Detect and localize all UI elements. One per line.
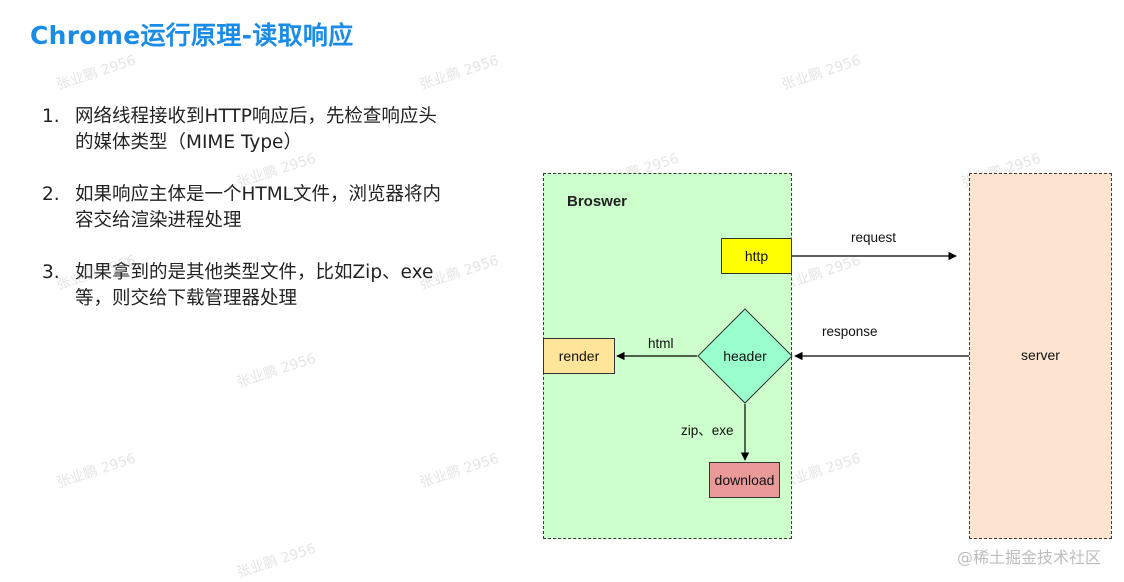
- list-item: 2. 如果响应主体是一个HTML文件，浏览器将内容交给渲染进程处理: [42, 182, 442, 234]
- footer-watermark: @稀土掘金技术社区: [957, 548, 1102, 567]
- header-node: header: [697, 308, 793, 404]
- list-item: 1. 网络线程接收到HTTP响应后，先检查响应头的媒体类型（MIME Type）: [42, 104, 442, 156]
- html-label: html: [648, 336, 674, 351]
- list-item: 3. 如果拿到的是其他类型文件，比如Zip、exe等，则交给下载管理器处理: [42, 260, 442, 312]
- header-diamond: [697, 308, 793, 404]
- render-node: render: [543, 338, 615, 374]
- header-node-label: header: [723, 348, 767, 364]
- item-text: 如果拿到的是其他类型文件，比如Zip、exe等，则交给下载管理器处理: [75, 262, 434, 309]
- download-node: download: [709, 462, 780, 498]
- point-list: 1. 网络线程接收到HTTP响应后，先检查响应头的媒体类型（MIME Type）…: [42, 104, 442, 338]
- server-node: server: [1021, 347, 1060, 363]
- item-text: 如果响应主体是一个HTML文件，浏览器将内容交给渲染进程处理: [75, 184, 441, 231]
- request-label: request: [851, 230, 897, 245]
- item-number: 3.: [42, 262, 60, 283]
- item-number: 2.: [42, 184, 60, 205]
- browser-label: Broswer: [567, 193, 628, 210]
- zip-exe-label: zip、exe: [681, 423, 734, 438]
- slide-title: Chrome运行原理-读取响应: [30, 21, 354, 50]
- item-number: 1.: [42, 106, 60, 127]
- http-node: http: [721, 238, 792, 274]
- response-label: response: [822, 324, 878, 339]
- server-container: [969, 173, 1112, 539]
- item-text: 网络线程接收到HTTP响应后，先检查响应头的媒体类型（MIME Type）: [75, 106, 437, 153]
